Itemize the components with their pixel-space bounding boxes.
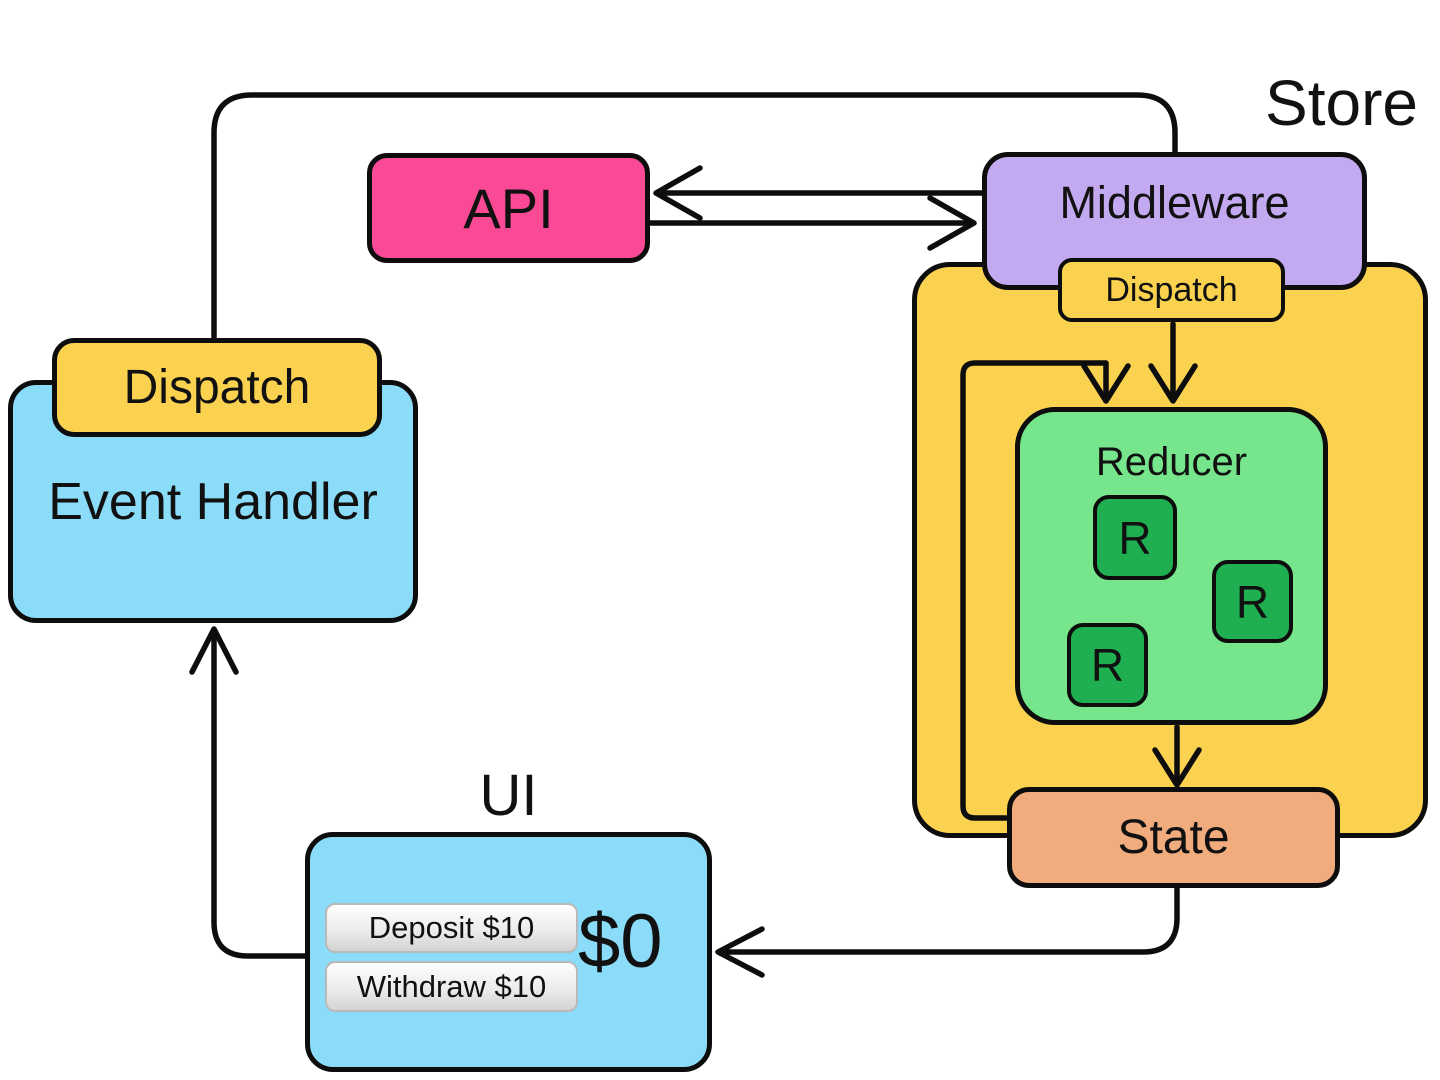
state-node: State: [1007, 787, 1340, 888]
withdraw-button[interactable]: Withdraw $10: [325, 961, 578, 1012]
store-label: Store: [1265, 67, 1418, 139]
api-node: API: [367, 153, 650, 263]
arrow-state-to-ui: [719, 885, 1180, 955]
deposit-button[interactable]: Deposit $10: [325, 903, 578, 953]
arrow-ui-to-event-handler: [211, 631, 308, 959]
store-dispatch-node: Dispatch: [1058, 258, 1285, 322]
reducer-unit-r: R: [1067, 623, 1148, 707]
reducer-unit-r: R: [1212, 560, 1293, 643]
arrowhead-ui-to-event-handler: [189, 626, 239, 675]
arrowhead-state-to-ui: [715, 926, 765, 978]
balance-text: $0: [578, 899, 663, 984]
ui-label: UI: [479, 763, 538, 828]
dispatch-node: Dispatch: [52, 338, 382, 437]
arrowhead-api-to-middleware: [927, 195, 977, 251]
reducer-unit-r: R: [1093, 495, 1177, 580]
arrowhead-middleware-to-api: [653, 165, 703, 221]
event-handler-node: Event Handler: [8, 380, 418, 623]
